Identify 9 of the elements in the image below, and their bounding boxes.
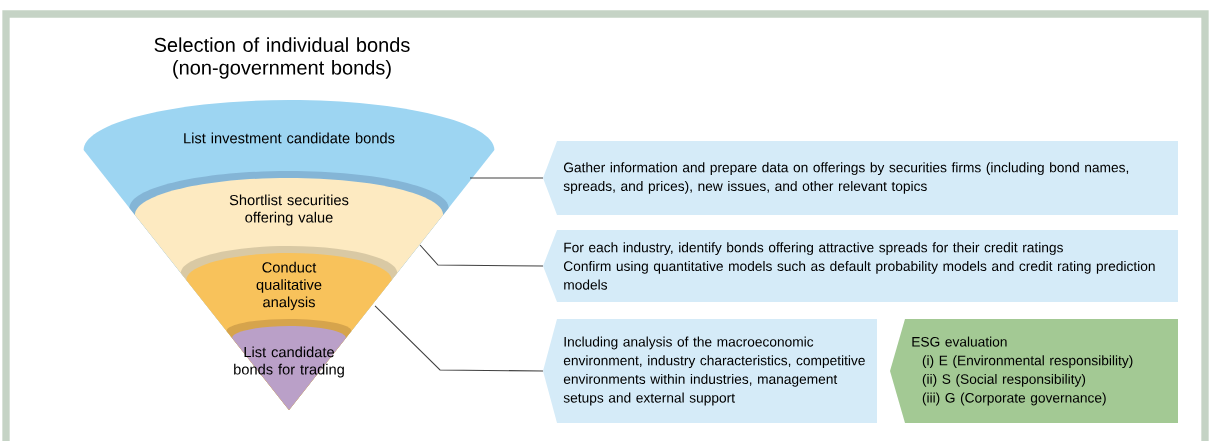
- evaluation-box: ESG evaluation (i) E (Environmental responsibility) (ii) S (Social responsibility) (iii) G (Corporate governance): [890, 319, 1178, 423]
- funnel-layer: List candidate bonds for trading: [226, 319, 352, 410]
- info-box: Including analysis of the macroeconomic environment, industry characteristics, competitive environments within industries, management setups and external support: [543, 319, 877, 423]
- info-box: For each industry, identify bonds offering attractive spreads for their credit ratings Confirm using quantitative models such as default probability models and credit rating prediction models: [543, 230, 1178, 302]
- title: Selection of individual bonds (non-government bonds): [154, 37, 410, 79]
- connector-line: [374, 305, 544, 372]
- connector-line: [469, 177, 544, 179]
- connector-line: [419, 244, 544, 267]
- info-box: Gather information and prepare data on offerings by securities firms (including bond names, spreads, and prices), new issues, and other relevant topics: [543, 141, 1178, 215]
